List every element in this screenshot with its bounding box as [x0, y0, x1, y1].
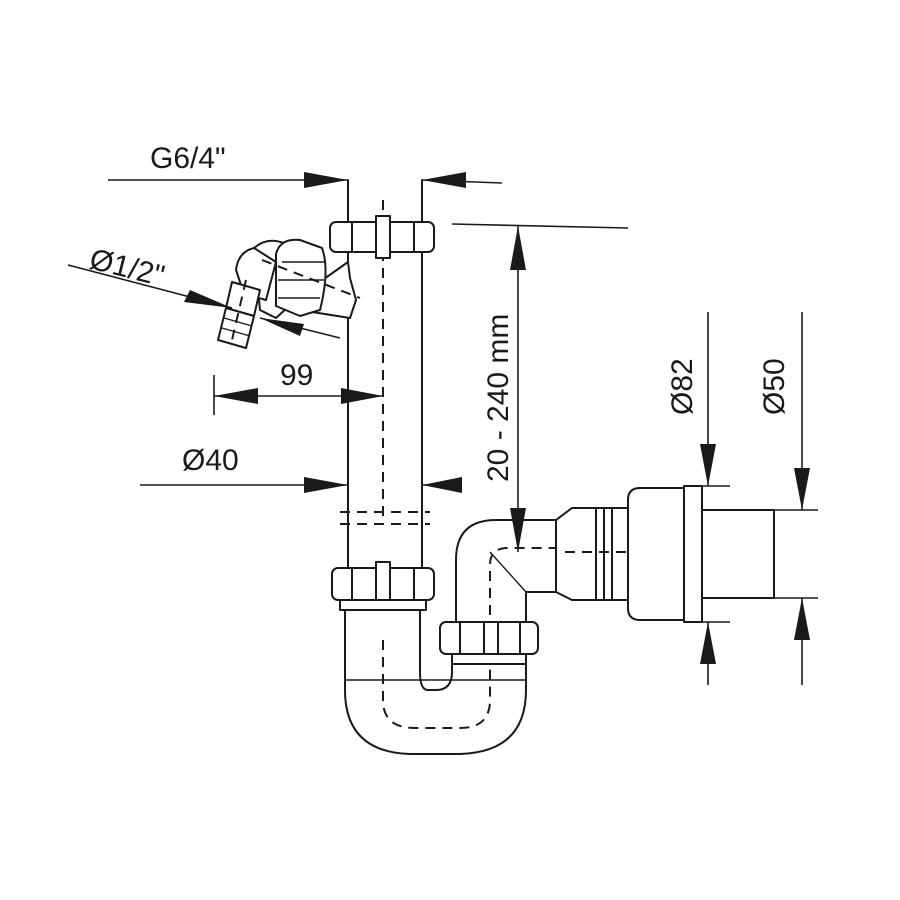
top-nut [329, 215, 435, 259]
side-inlet [217, 238, 361, 349]
tailpipe-nut [331, 561, 435, 611]
dimension-outlet: Ø50 [758, 312, 818, 685]
label-socket: Ø82 [666, 358, 699, 415]
dimension-socket: Ø82 [666, 312, 730, 685]
dimension-offset: 99 [213, 359, 383, 415]
label-pipe-diameter: Ø40 [182, 444, 239, 477]
dimension-thread: G6/4" [108, 142, 503, 188]
label-hose: Ø1/2" [86, 243, 167, 293]
label-offset: 99 [280, 359, 313, 392]
dimension-pipe-diameter: Ø40 [140, 444, 462, 493]
trap-nut [439, 615, 539, 665]
outlet-elbow [455, 519, 561, 623]
label-thread: G6/4" [150, 142, 226, 175]
label-height: 20 - 240 mm [482, 314, 515, 482]
label-outlet: Ø50 [758, 358, 791, 415]
dimension-height: 20 - 240 mm [451, 223, 629, 552]
u-bend [344, 609, 527, 755]
dimension-hose: Ø1/2" [67, 243, 341, 339]
outlet-pipe [555, 485, 775, 623]
